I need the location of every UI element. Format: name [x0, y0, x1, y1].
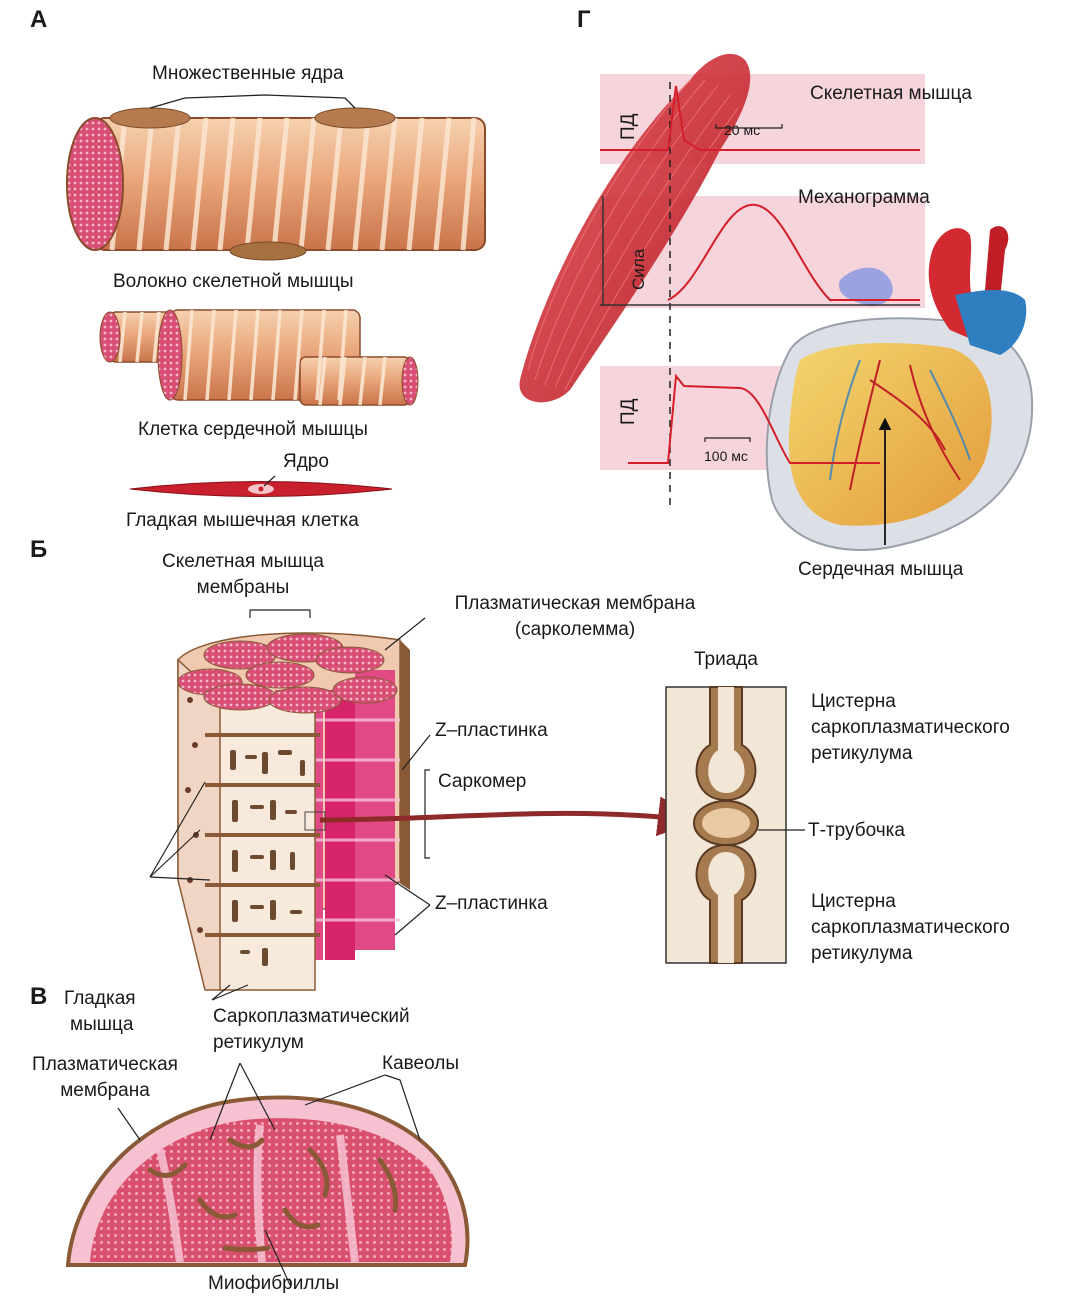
panel-v-label: В — [30, 985, 47, 1009]
panel-b-label: Б — [30, 538, 47, 562]
force-label: Сила — [627, 249, 651, 290]
plasma-membrane-label-2: (сарколемма) — [425, 618, 725, 642]
skeletal-fiber-drawing — [67, 95, 485, 260]
cistern-bottom-label-3: ретикулума — [811, 942, 912, 966]
skeletal-muscle-label: Скелетная мышца — [810, 82, 972, 106]
smooth-cell-drawing — [130, 476, 392, 497]
ap-bottom-label: ПД — [617, 398, 641, 425]
scale-20-label: 20 мс — [724, 122, 760, 138]
nucleus-label: Ядро — [283, 450, 329, 474]
triad-drawing — [666, 687, 805, 963]
t-tubule-label: Т-трубочка — [808, 819, 905, 843]
smooth-cell-label: Гладкая мышечная клетка — [126, 509, 359, 533]
cardiac-cell-label: Клетка сердечной мышцы — [138, 418, 368, 442]
plasma-membrane-label-1: Плазматическая мембрана — [425, 592, 725, 616]
panel-g-label: Г — [577, 8, 591, 32]
multiple-nuclei-label: Множественные ядра — [152, 62, 344, 86]
sr-label-1: Саркоплазматический — [213, 1005, 410, 1029]
myofiber-block — [178, 633, 410, 990]
cistern-top-label-1: Цистерна — [811, 690, 896, 714]
cistern-bottom-label-1: Цистерна — [811, 890, 896, 914]
cardiac-cell-drawing — [100, 310, 418, 405]
smooth-label-1: Гладкая — [64, 987, 136, 1011]
sr-label-2: ретикулум — [213, 1031, 304, 1055]
cardiac-muscle-label: Сердечная мышца — [798, 558, 963, 582]
plasma-v-label-1: Плазматическая — [10, 1053, 200, 1077]
skeletal-fiber-label: Волокно скелетной мышцы — [113, 270, 353, 294]
mechanogram-label: Механограмма — [798, 186, 930, 210]
sarcomere-label: Саркомер — [438, 770, 526, 794]
caveolae-label: Кавеолы — [382, 1052, 459, 1076]
z-plate-bottom-label: Z–пластинка — [435, 892, 548, 916]
ap-top-label: ПД — [617, 113, 641, 140]
triad-label: Триада — [694, 648, 758, 672]
myofibrils-label: Миофибриллы — [208, 1272, 339, 1296]
smooth-label-2: мышца — [70, 1013, 133, 1037]
cistern-bottom-label-2: саркоплазматического — [811, 916, 1010, 940]
cistern-top-label-2: саркоплазматического — [811, 716, 1010, 740]
plasma-v-label-2: мембрана — [10, 1079, 200, 1103]
panel-a-label: А — [30, 8, 47, 32]
skeletal-membranes-label-1: Скелетная мышца — [143, 550, 343, 574]
scale-100-label: 100 мс — [704, 448, 748, 464]
skeletal-membranes-label-2: мембраны — [143, 576, 343, 600]
z-plate-top-label: Z–пластинка — [435, 719, 548, 743]
cistern-top-label-3: ретикулума — [811, 742, 912, 766]
